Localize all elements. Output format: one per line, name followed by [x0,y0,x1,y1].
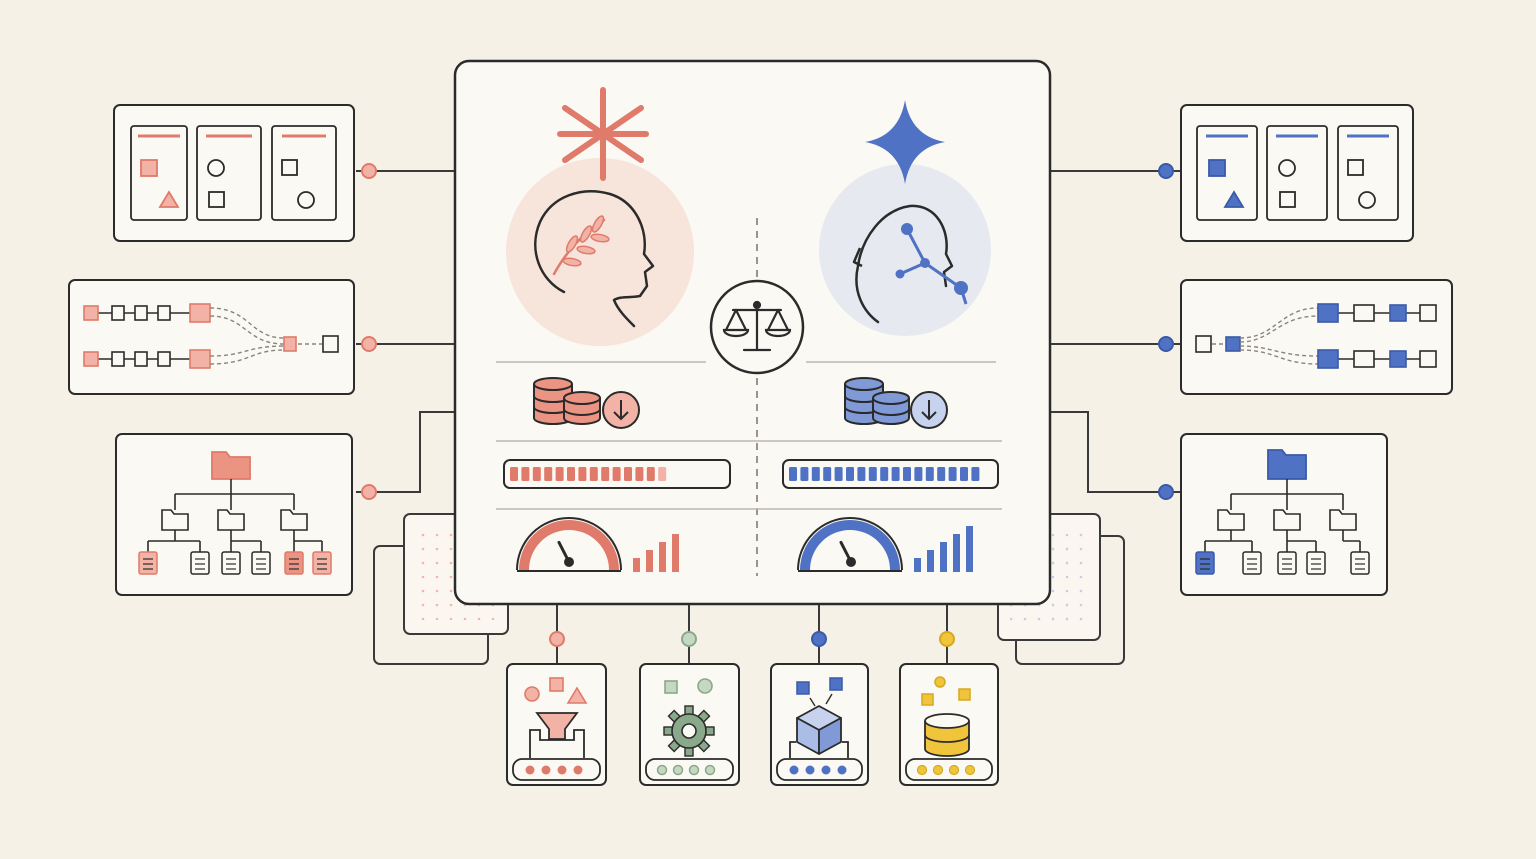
database-download-icon [844,377,948,429]
progress-segment [857,467,866,481]
progress-segment [948,467,957,481]
speed-gauge-right [797,517,903,572]
speed-gauge-left [516,517,622,572]
progress-segment [544,467,553,481]
signal-bar [953,534,960,572]
progress-segment [800,467,809,481]
signal-bar [940,542,947,572]
progress-segment [567,467,575,481]
progress-segment [971,467,980,481]
signal-bar [966,526,973,572]
progress-segment [555,467,564,481]
progress-segment [846,467,854,481]
gear-processing-icon [639,663,740,786]
head-with-network-icon [852,204,968,324]
pipeline-flow-icon [1180,279,1453,395]
signal-bar [633,558,640,572]
main-comparison-panel [453,59,1052,606]
progress-bar-right [782,459,999,489]
progress-segment [960,467,968,481]
progress-segment [903,467,911,481]
kanban-board-icon [1180,104,1414,242]
pipeline-flow-icon [68,279,355,395]
progress-segment [880,467,889,481]
signal-bar [659,542,666,572]
signal-bars-right [914,526,973,572]
progress-segment [624,467,632,481]
progress-segment [823,467,832,481]
signal-bar [927,550,934,572]
kanban-board-icon [113,104,355,242]
progress-segment [578,467,587,481]
connector-dots [361,163,1174,647]
signal-bars-left [633,534,679,572]
progress-segment [532,467,541,481]
progress-segment [589,467,598,481]
gauge-hub [564,557,574,567]
signal-bar [646,550,653,572]
progress-segment [925,467,934,481]
progress-segment [612,467,621,481]
right-model [782,100,999,572]
head-with-laurel-icon [534,190,655,328]
progress-segment [914,467,923,481]
cube-builder-icon [770,663,869,786]
file-tree-icon [115,433,353,596]
progress-segment [646,467,655,481]
four-point-star-icon [865,100,945,184]
signal-bar [672,534,679,572]
gauge-hub [846,557,856,567]
database-stack-icon [899,663,999,786]
asterisk-icon [557,87,649,181]
progress-segment [658,467,667,481]
file-tree-icon [1180,433,1388,596]
progress-segment [868,467,877,481]
progress-segment [601,467,610,481]
balance-scale-icon [709,279,805,375]
progress-segment [635,467,644,481]
progress-segment [510,467,518,481]
signal-bar [914,558,921,572]
progress-segment [521,467,530,481]
progress-segment [891,467,900,481]
progress-bar-left [503,459,731,489]
progress-segment [937,467,946,481]
database-download-icon [533,377,640,429]
left-model [503,87,731,572]
progress-segment [834,467,843,481]
progress-segment [811,467,820,481]
sorting-funnel-icon [506,663,607,786]
progress-segment [789,467,797,481]
